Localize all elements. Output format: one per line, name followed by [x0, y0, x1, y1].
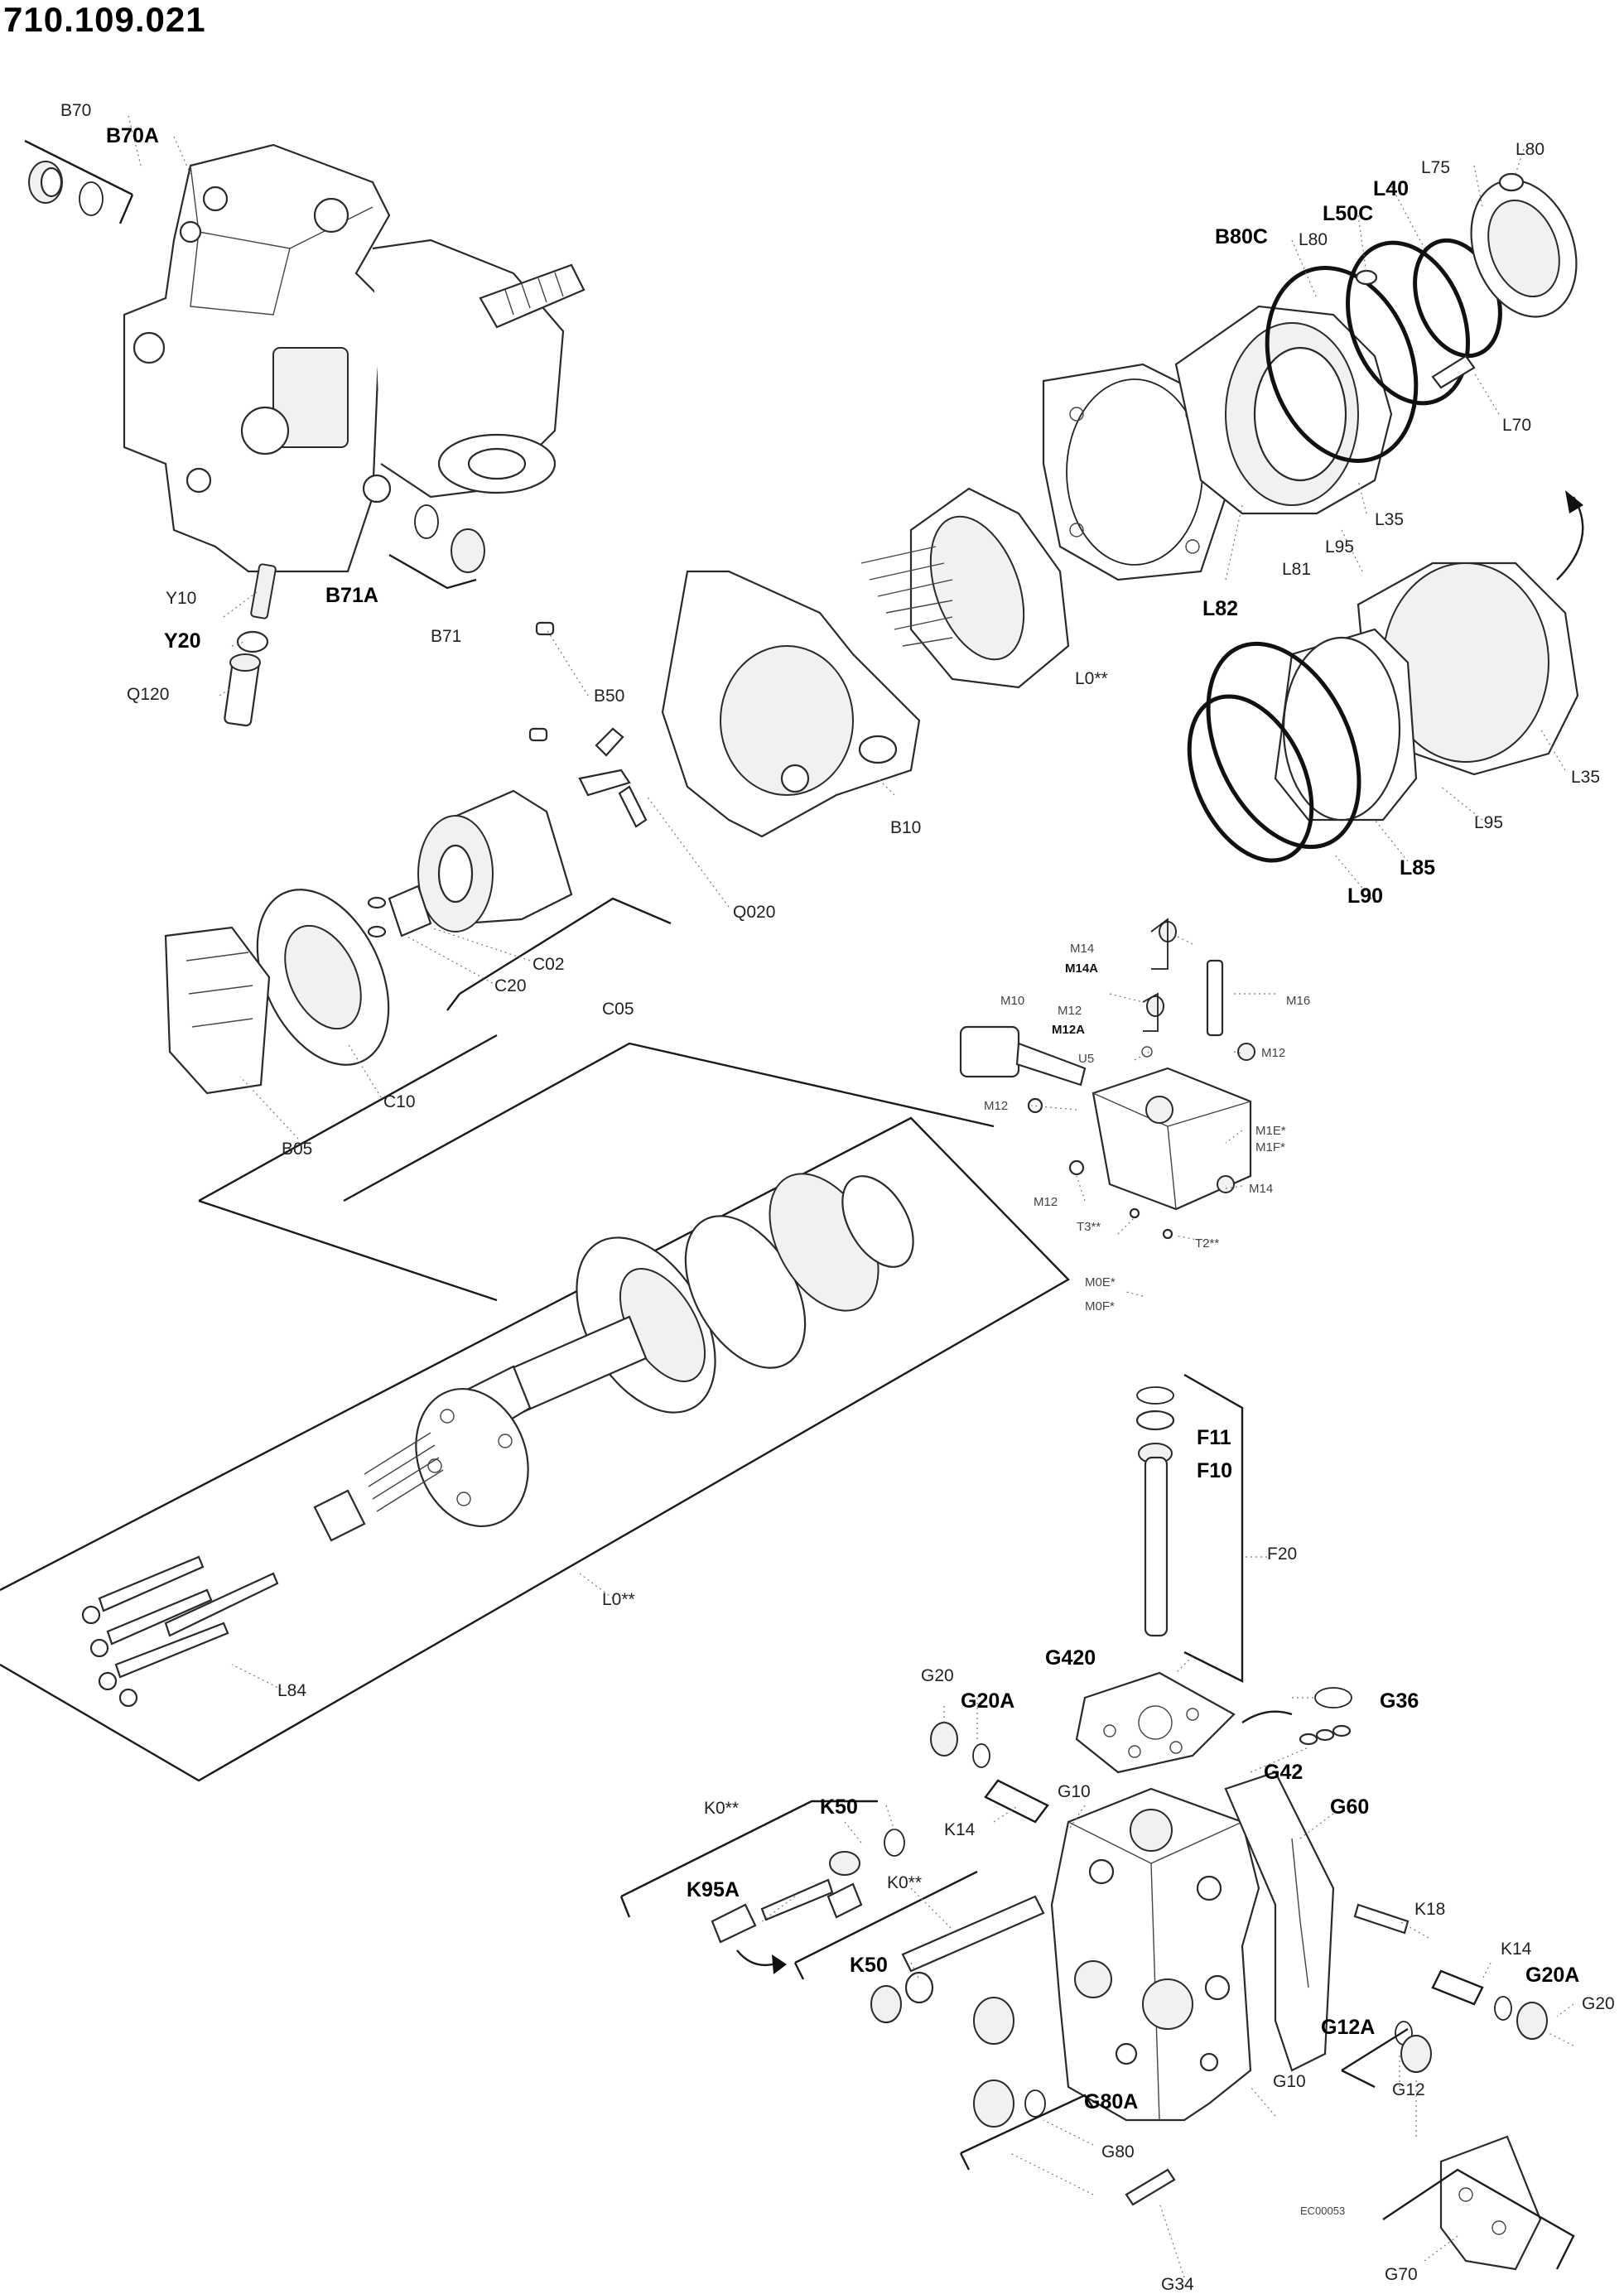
label-L90: L90: [1347, 884, 1383, 908]
label-L75: L75: [1421, 158, 1450, 177]
label-L0-lower: L0**: [602, 1590, 635, 1609]
label-C20: C20: [494, 976, 527, 995]
label-G12A: G12A: [1321, 2016, 1375, 2039]
label-G80: G80: [1101, 2142, 1135, 2161]
label-G36: G36: [1380, 1689, 1419, 1713]
label-B10: B10: [890, 818, 921, 837]
label-G10-bottom: G10: [1273, 2072, 1306, 2091]
output-bearing-assembly: [1174, 172, 1584, 863]
label-M12-a: M12: [1058, 1004, 1082, 1018]
label-L85: L85: [1400, 856, 1435, 880]
label-G20A-left: G20A: [961, 1689, 1014, 1713]
label-M12-c: M12: [984, 1099, 1008, 1113]
label-B71: B71: [431, 627, 461, 646]
label-B05: B05: [282, 1140, 312, 1159]
label-B80C: B80C: [1215, 225, 1268, 248]
label-M0F: M0F*: [1085, 1299, 1115, 1313]
label-T2: T2**: [1195, 1236, 1219, 1251]
label-T3: T3**: [1077, 1220, 1101, 1234]
label-K50-top: K50: [820, 1795, 858, 1819]
label-L40: L40: [1373, 177, 1409, 200]
label-M12A: M12A: [1052, 1023, 1085, 1037]
label-L84: L84: [277, 1681, 306, 1700]
label-L95-upper: L95: [1325, 537, 1354, 557]
label-G42: G42: [1264, 1761, 1303, 1784]
label-Q020: Q020: [733, 903, 775, 922]
label-L70: L70: [1502, 416, 1531, 435]
label-M12-b: M12: [1261, 1046, 1285, 1060]
label-M1F: M1F*: [1255, 1140, 1285, 1154]
label-L35-lower: L35: [1571, 768, 1600, 787]
label-L82: L82: [1202, 597, 1238, 620]
label-M10: M10: [1000, 994, 1024, 1008]
label-G12: G12: [1392, 2080, 1425, 2099]
motor-housing-assembly: [24, 139, 586, 727]
label-F10: F10: [1197, 1459, 1232, 1482]
label-G60: G60: [1330, 1795, 1369, 1819]
bearing-flange-assembly: [164, 570, 921, 1095]
label-K50-bottom: K50: [850, 1954, 888, 1977]
label-G20-left: G20: [921, 1666, 954, 1685]
label-C10: C10: [383, 1092, 416, 1111]
drawing-number: 710.109.021: [3, 0, 206, 39]
label-G80A: G80A: [1084, 2090, 1138, 2113]
label-G34: G34: [1161, 2275, 1194, 2294]
label-M14A: M14A: [1065, 961, 1098, 976]
label-Q120: Q120: [127, 685, 169, 704]
label-Y10: Y10: [166, 589, 196, 608]
label-L80-mid: L80: [1299, 230, 1328, 249]
label-K0-top: K0**: [704, 1799, 739, 1818]
label-Y20: Y20: [164, 629, 200, 653]
label-L0-upper: L0**: [1075, 669, 1108, 688]
label-F11: F11: [1197, 1426, 1231, 1449]
label-B50: B50: [594, 687, 624, 706]
control-block-G: [619, 1373, 1575, 2271]
part-labels: B70 B70A B71A B71 Y10 Y20 Q120 B50 B10 Q…: [60, 101, 1615, 2294]
valve-block-M: [959, 918, 1255, 1240]
label-U5: U5: [1078, 1052, 1094, 1066]
label-M14-top: M14: [1070, 942, 1094, 956]
label-G10-top: G10: [1058, 1782, 1091, 1801]
label-C05: C05: [602, 1000, 634, 1019]
label-G20-right: G20: [1582, 1994, 1615, 2013]
label-K0-mid: K0**: [887, 1873, 922, 1892]
label-G20A-right: G20A: [1525, 1964, 1579, 1987]
label-G70: G70: [1385, 2265, 1418, 2284]
label-M1E: M1E*: [1255, 1124, 1286, 1138]
leader-lines: [128, 115, 1574, 2278]
label-F20: F20: [1267, 1545, 1297, 1564]
label-L35-upper: L35: [1375, 510, 1404, 529]
label-M14-bottom: M14: [1249, 1182, 1273, 1196]
label-M0E: M0E*: [1085, 1275, 1116, 1289]
label-B70: B70: [60, 101, 91, 120]
label-L80-top: L80: [1516, 140, 1544, 159]
shaft-assembly: [0, 1034, 1070, 1782]
label-C02: C02: [532, 955, 565, 974]
label-L81: L81: [1282, 560, 1311, 579]
label-M12-d: M12: [1034, 1195, 1058, 1209]
label-K95A: K95A: [687, 1878, 740, 1901]
footer-code: EC00053: [1300, 2205, 1345, 2217]
label-G420: G420: [1045, 1646, 1096, 1670]
label-B70A: B70A: [106, 124, 159, 147]
label-L95-lower: L95: [1474, 813, 1503, 832]
label-B71A: B71A: [325, 584, 378, 607]
label-K14-right: K14: [1501, 1940, 1532, 1959]
label-M16: M16: [1286, 994, 1310, 1008]
label-L50C: L50C: [1323, 202, 1373, 225]
label-K18: K18: [1414, 1900, 1445, 1919]
label-K14-left: K14: [944, 1820, 976, 1839]
planetary-unit: [860, 363, 1227, 689]
